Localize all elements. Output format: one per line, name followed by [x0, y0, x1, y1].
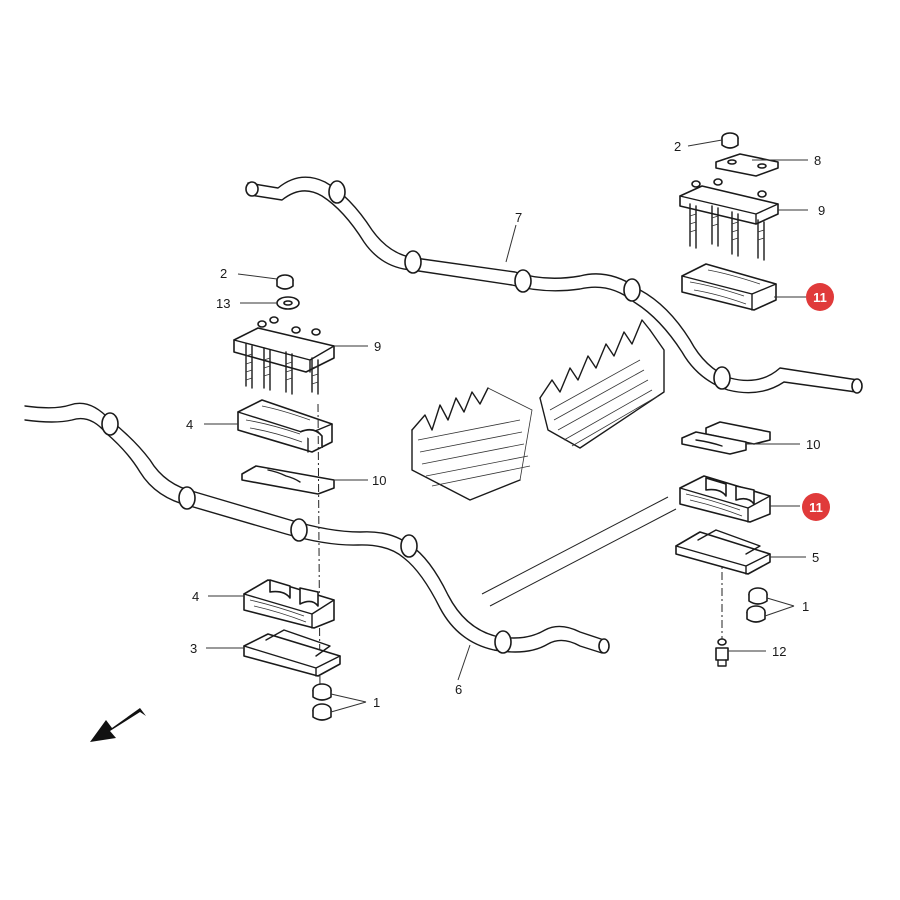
plate-8	[715, 153, 779, 177]
callout-2-top: 2	[674, 139, 681, 154]
callout-11-right: 11	[809, 500, 823, 515]
bracket-5	[675, 529, 771, 575]
callout-5: 5	[812, 550, 819, 565]
lower-stabilizer-bar	[24, 402, 610, 654]
callout-13: 13	[216, 296, 230, 311]
frame-outline	[481, 496, 677, 607]
upper-stabilizer-bar	[245, 176, 863, 394]
frame-section-right	[539, 319, 665, 449]
grease-nipple-12	[715, 638, 729, 667]
u-bolt-plate-9-left	[233, 316, 335, 395]
shim-10-right	[681, 421, 771, 455]
wood-block-4-upper	[237, 399, 333, 453]
direction-arrow-icon	[90, 708, 146, 742]
leader-lines	[204, 139, 808, 713]
callout-1-left: 1	[373, 695, 380, 710]
wood-block-4-lower	[243, 579, 335, 629]
nuts-1-right	[746, 587, 768, 623]
callout-8: 8	[814, 153, 821, 168]
callout-7: 7	[515, 210, 522, 225]
nuts-1-left	[312, 683, 332, 721]
callout-12: 12	[772, 644, 786, 659]
wood-block-11-right	[679, 475, 771, 523]
nut-2-left	[276, 274, 294, 290]
callout-2-left: 2	[220, 266, 227, 281]
callout-9-left: 9	[374, 339, 381, 354]
callout-4-upper: 4	[186, 417, 193, 432]
frame-section-left	[411, 387, 533, 501]
callout-9-top: 9	[818, 203, 825, 218]
callout-11-top-badge: 11	[806, 283, 834, 311]
callout-4-lower: 4	[192, 589, 199, 604]
wood-block-11-top	[681, 263, 777, 311]
callout-11-right-badge: 11	[802, 493, 830, 521]
bracket-3	[243, 629, 341, 677]
callout-6: 6	[455, 682, 462, 697]
callout-11-top: 11	[813, 290, 827, 305]
callout-1-right: 1	[802, 599, 809, 614]
callout-3: 3	[190, 641, 197, 656]
nut-2-top	[721, 132, 739, 149]
u-bolt-plate-9-right	[679, 178, 779, 261]
washer-13	[276, 296, 300, 310]
callout-10-right: 10	[806, 437, 820, 452]
callout-10-left: 10	[372, 473, 386, 488]
shim-10-left	[241, 465, 335, 495]
